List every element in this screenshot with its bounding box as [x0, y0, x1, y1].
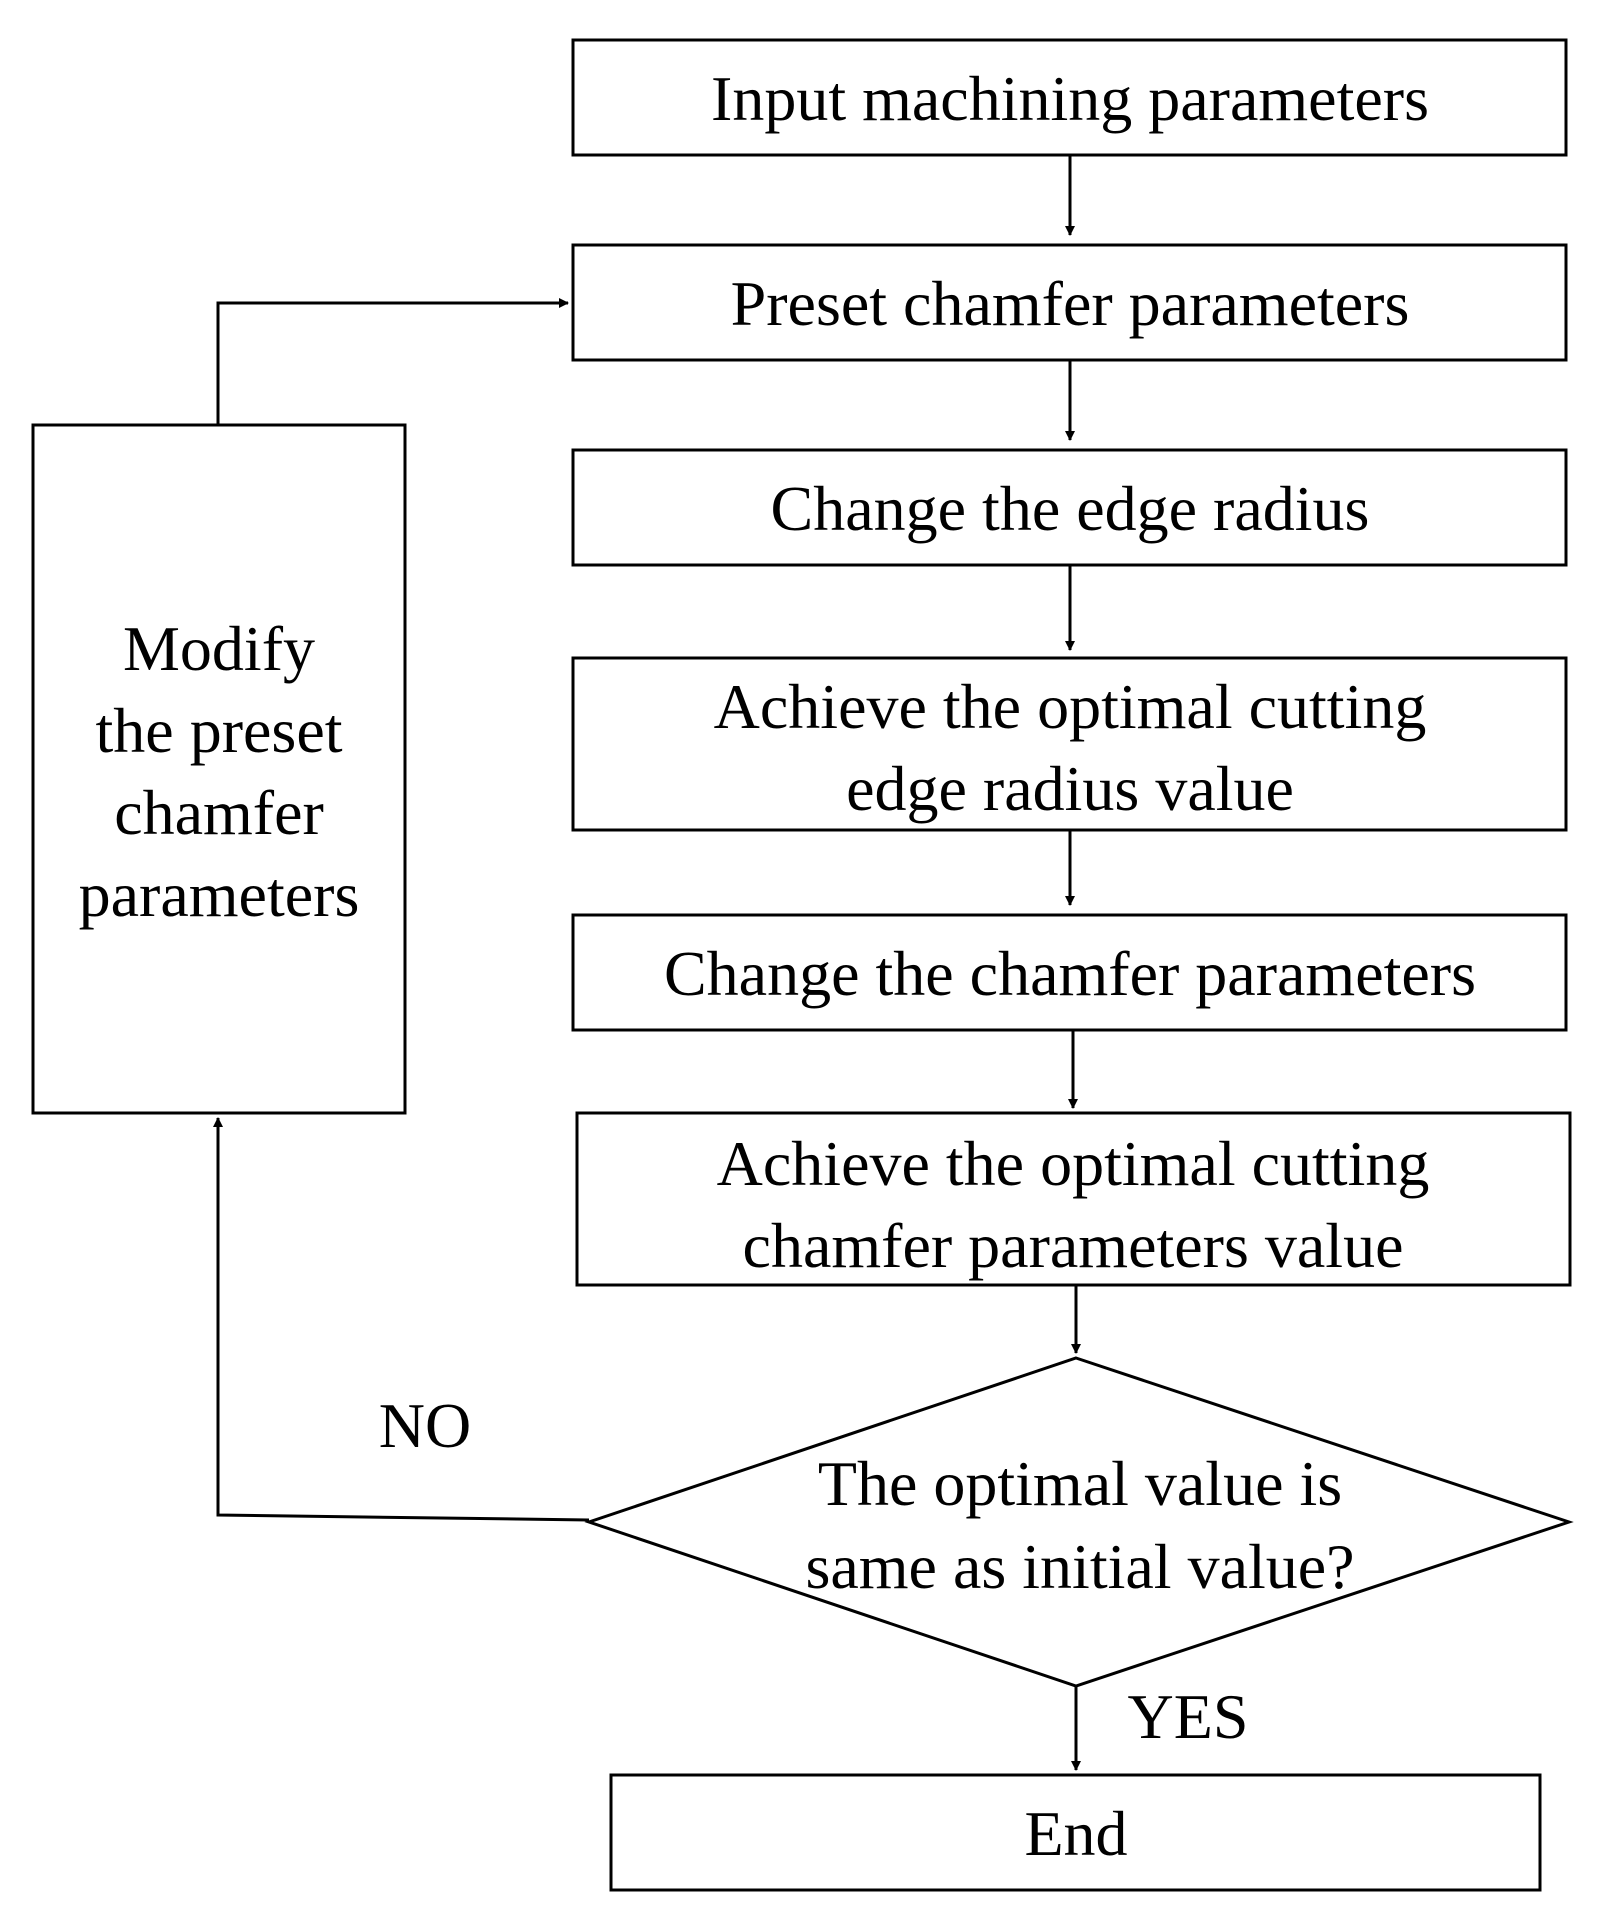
svg-text:parameters: parameters	[79, 859, 360, 930]
svg-text:Modify: Modify	[123, 613, 315, 684]
node-modify-preset-chamfer-parameters: Modify the preset chamfer parameters	[31, 423, 407, 1115]
connectors	[213, 155, 1081, 1771]
node-decision-optimal-equals-initial: The optimal value is same as initial val…	[584, 1356, 1574, 1688]
node-input-machining-parameters: Input machining parameters	[571, 38, 1568, 157]
svg-text:Achieve the optimal cutting: Achieve the optimal cutting	[717, 1128, 1430, 1199]
arrow-modify-to-preset	[216, 298, 569, 425]
node-preset-chamfer-parameters: Preset chamfer parameters	[571, 243, 1568, 362]
svg-text:Input machining parameters: Input machining parameters	[711, 63, 1429, 134]
svg-text:edge radius value: edge radius value	[846, 753, 1294, 824]
node-optimal-edge-radius: Achieve the optimal cutting edge radius …	[571, 656, 1568, 832]
node-end: End	[609, 1773, 1542, 1892]
svg-text:End: End	[1024, 1798, 1127, 1869]
yes-label: YES	[1128, 1681, 1249, 1752]
svg-text:the preset: the preset	[96, 695, 343, 766]
svg-text:The optimal value is: The optimal value is	[818, 1448, 1342, 1519]
node-change-edge-radius: Change the edge radius	[571, 448, 1568, 567]
svg-text:chamfer parameters value: chamfer parameters value	[743, 1210, 1404, 1281]
node-optimal-chamfer-parameters: Achieve the optimal cutting chamfer para…	[575, 1111, 1572, 1287]
arrow-decision-no-to-modify	[213, 1117, 590, 1522]
svg-text:Achieve the optimal cutting: Achieve the optimal cutting	[714, 671, 1427, 742]
svg-text:same as initial value?: same as initial value?	[805, 1531, 1354, 1602]
no-label: NO	[379, 1390, 471, 1461]
svg-text:Preset chamfer parameters: Preset chamfer parameters	[731, 268, 1410, 339]
svg-text:chamfer: chamfer	[114, 777, 324, 848]
svg-text:Change the edge radius: Change the edge radius	[771, 473, 1370, 544]
svg-text:Change the chamfer parameters: Change the chamfer parameters	[664, 938, 1476, 1009]
node-change-chamfer-parameters: Change the chamfer parameters	[571, 913, 1568, 1032]
